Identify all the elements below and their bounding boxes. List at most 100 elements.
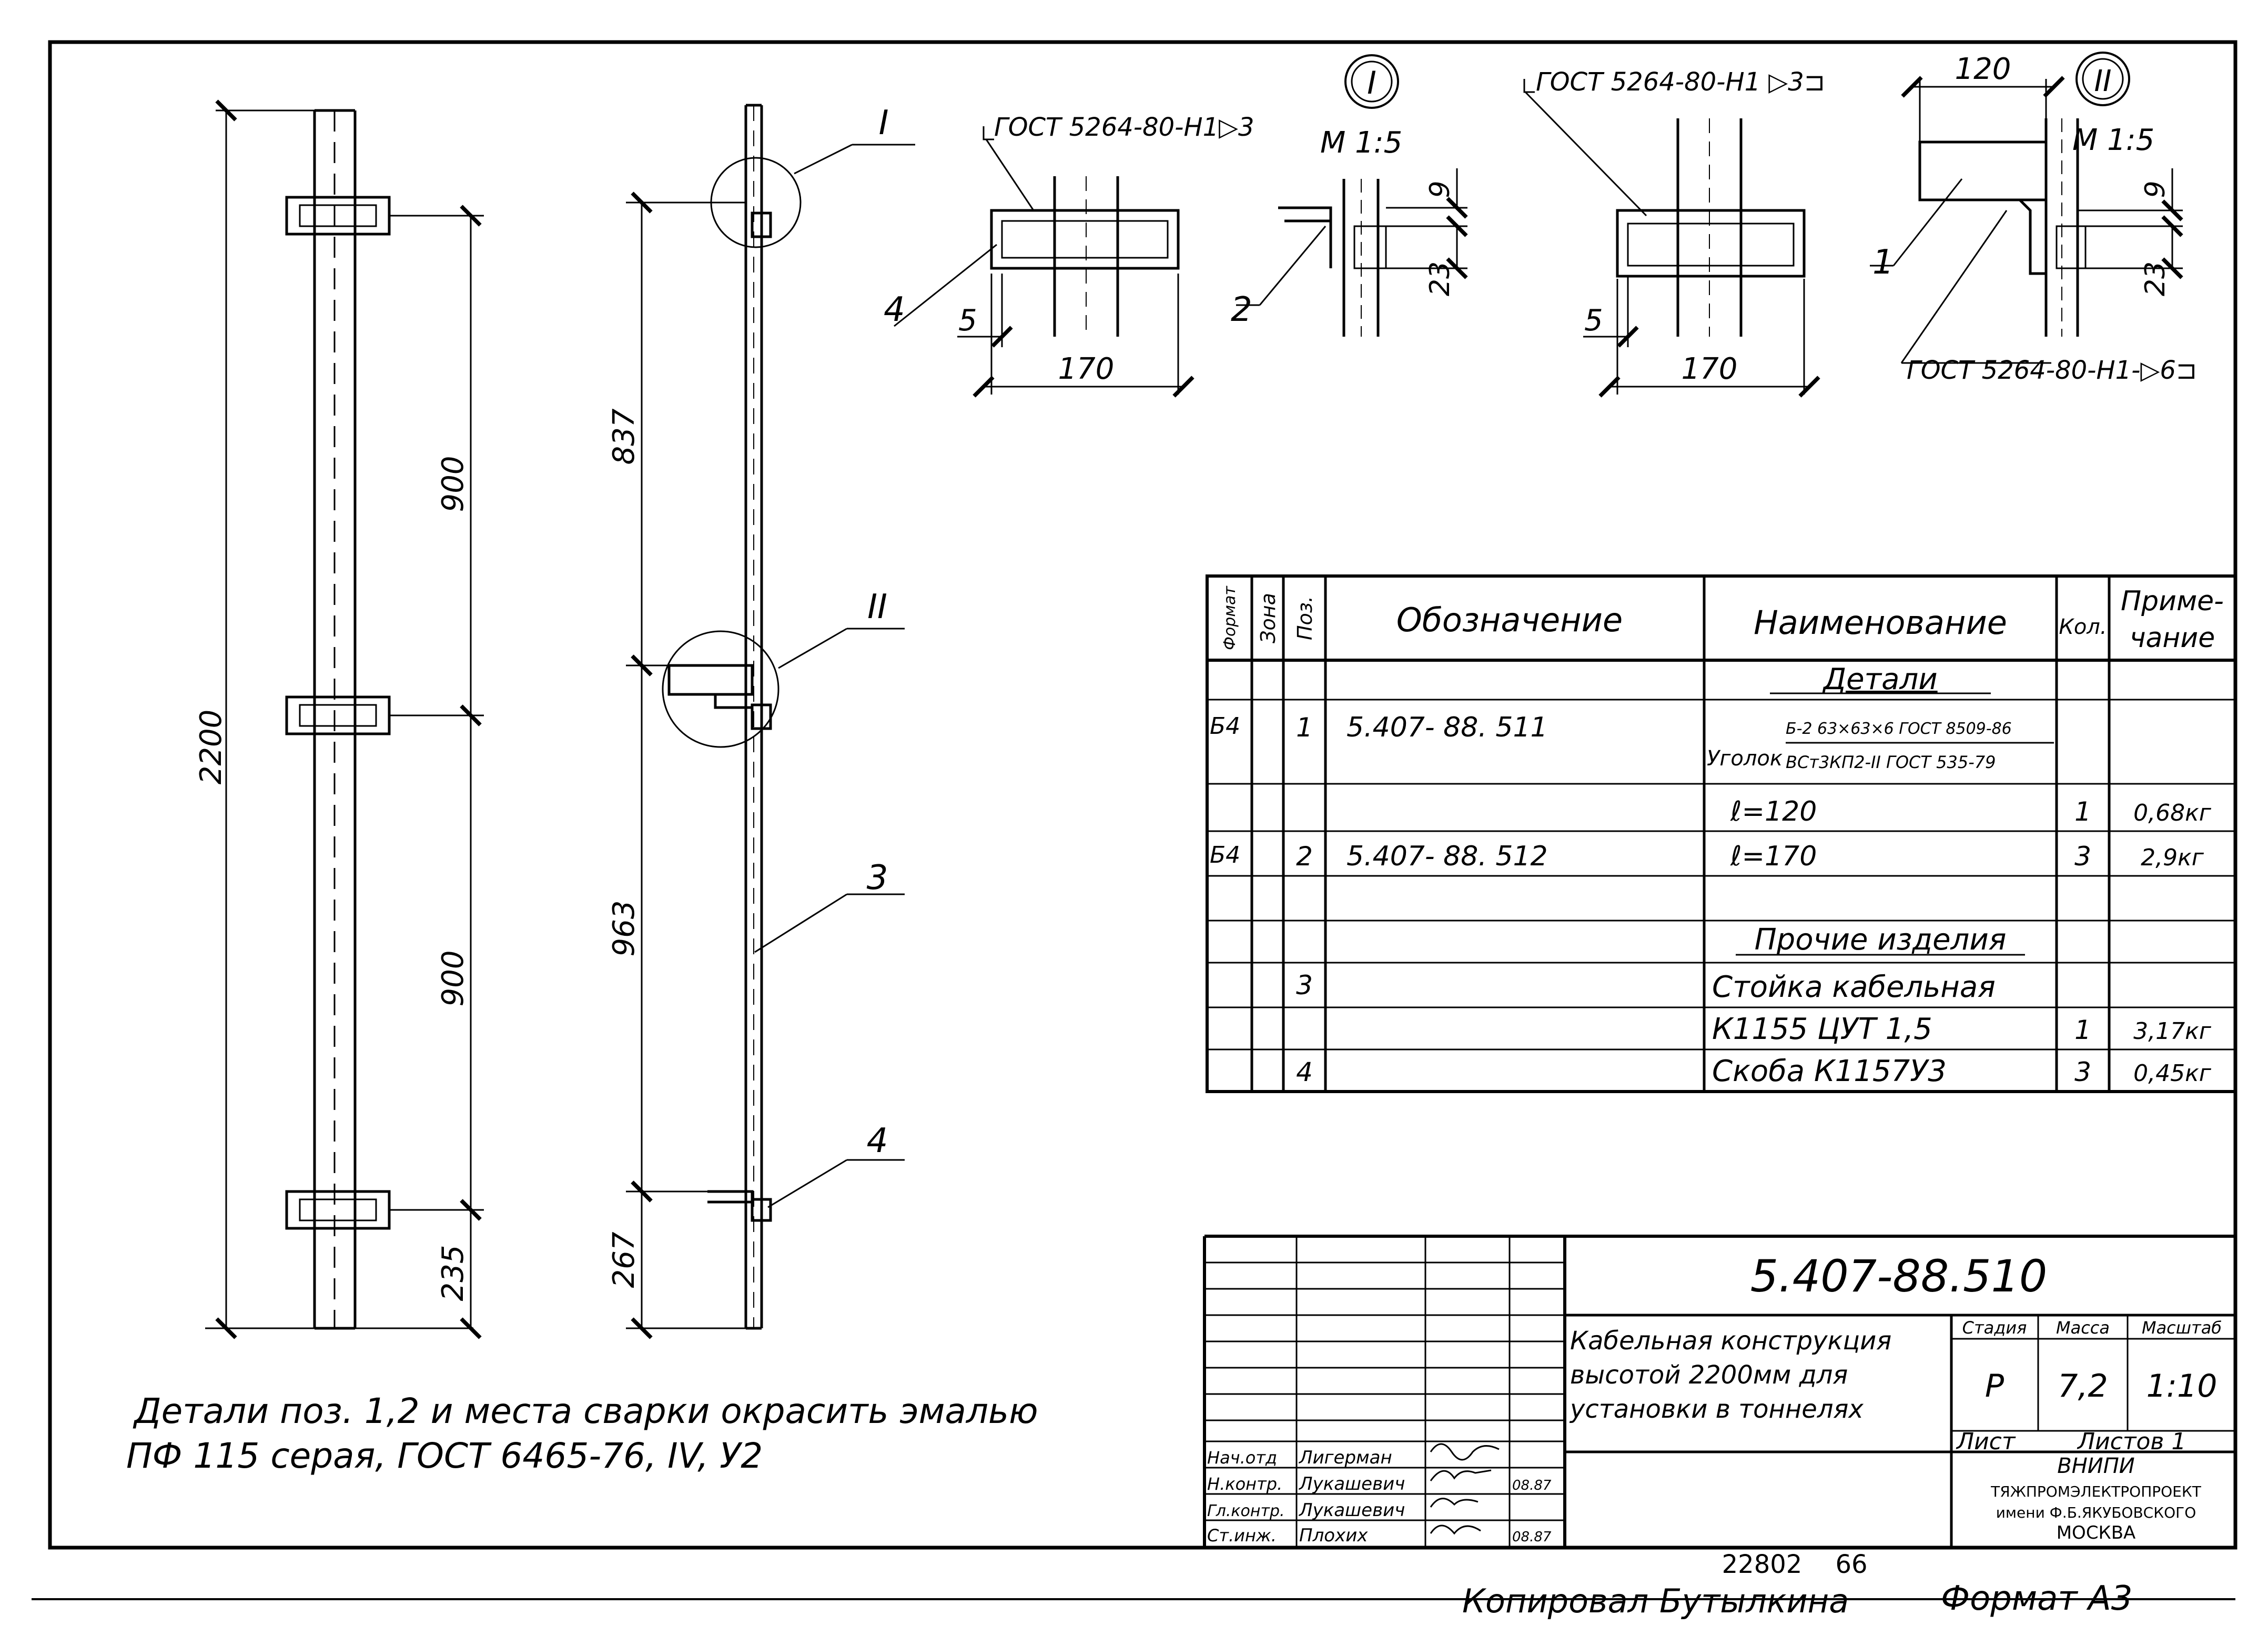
detail-II-weld-note-top: ГОСТ 5264-80-Н1 ▷3⊐ [1536, 67, 1825, 97]
detail-I-weld-note: ГОСТ 5264-80-Н1▷3 [994, 113, 1254, 142]
copier-name: Бутылкина [1659, 1582, 1849, 1620]
row1-name-prefix: Уголок [1707, 746, 1783, 771]
detail-II-section [1918, 118, 2087, 337]
detail-I-dim-23: 23 [1424, 261, 1456, 296]
callout-II-label: II [867, 588, 887, 627]
row3-name-1: Стойка кабельная [1712, 970, 1996, 1004]
row1-format: Б4 [1210, 713, 1240, 740]
callout-circle-II [662, 630, 779, 748]
sign-date-4: 08.87 [1512, 1529, 1552, 1545]
org-line-1: ВНИПИ [2057, 1454, 2134, 1478]
detail-II-scale: М 1:5 [2072, 123, 2154, 157]
sign-name-1: Лигерман [1298, 1447, 1392, 1468]
detail-II-offset: 5 [1584, 304, 1603, 338]
row4-note: 0,45кг [2133, 1060, 2212, 1087]
detail-II-plan [1616, 118, 1806, 337]
row4-pos: 4 [1296, 1057, 1313, 1087]
angle-piece [667, 664, 754, 696]
row3-pos: 3 [1296, 970, 1313, 1001]
sheet-label: Лист [1956, 1428, 2016, 1455]
detail-II-width: 170 [1682, 352, 1738, 386]
detail-I-annot [894, 126, 1194, 398]
side-view-dimensions [205, 99, 484, 1339]
detail-I-width: 170 [1058, 352, 1115, 386]
stage-value: Р [1985, 1368, 2004, 1405]
row2-note: 2,9кг [2141, 844, 2204, 871]
sign-name-3: Лукашевич [1298, 1500, 1405, 1521]
detail-II-title: II [2094, 64, 2111, 98]
detail-I-pos4: 4 [884, 290, 905, 329]
front-view [662, 104, 802, 1330]
org-line-2: ТЯЖПРОМЭЛЕКТРОПРОЕКТ [1990, 1483, 2202, 1500]
detail-II-dim-9: 9 [2140, 180, 2171, 198]
detail-I-offset: 5 [958, 304, 977, 338]
detail-II-section-dims [1870, 76, 2183, 364]
title-line-3: установки в тоннелях [1569, 1395, 1864, 1424]
spec-table-grid [1206, 574, 2237, 1093]
dim-267: 267 [607, 1231, 641, 1288]
callout-I-label: I [879, 104, 889, 143]
col-note-2: чание [2130, 622, 2215, 654]
detail-I-title: I [1367, 65, 1376, 102]
row1-designation: 5.407- 88. 511 [1346, 712, 1548, 743]
detail-II-dim-23: 23 [2140, 261, 2171, 296]
sign-role-3: Гл.контр. [1207, 1502, 1285, 1520]
detail-II-weld-note-bottom: ГОСТ 5264-80-Н1-▷6⊐ [1907, 356, 2197, 385]
sign-name-2: Лукашевич [1298, 1473, 1405, 1494]
note-line-2: ПФ 115 серая, ГОСТ 6465-76, IV, У2 [126, 1436, 763, 1476]
detail-I-plan [990, 176, 1180, 337]
stage-label: Стадия [1962, 1318, 2027, 1338]
bracket-bottom [285, 1190, 391, 1230]
row1b-name: ℓ=120 [1730, 796, 1817, 827]
dim-overall: 2200 [194, 710, 228, 785]
col-name: Наименование [1754, 603, 2007, 642]
note-line-1: Детали поз. 1,2 и места сварки окрасить … [133, 1391, 1038, 1431]
sheet-frame [32, 40, 2237, 1600]
org-line-3: имени Ф.Б.ЯКУБОВСКОГО [1996, 1504, 2196, 1521]
detail-II-length: 120 [1955, 52, 2011, 86]
detail-I-section [1278, 179, 1387, 337]
row1-pos: 1 [1296, 712, 1313, 743]
title-block-grid [1203, 1235, 2235, 1548]
col-format: Формат [1221, 585, 1239, 650]
col-note-1: Приме- [2121, 585, 2224, 617]
row2-format: Б4 [1210, 842, 1240, 869]
bracket-middle [285, 695, 391, 735]
format-label: Формат А3 [1941, 1579, 2133, 1618]
front-view-dimensions [626, 191, 746, 1339]
document-code: 5.407-88.510 [1750, 1250, 2048, 1302]
archive-number: 22802 [1722, 1550, 1803, 1579]
dim-837: 837 [607, 408, 641, 464]
row2-qty: 3 [2074, 841, 2091, 872]
row1b-qty: 1 [2074, 796, 2091, 827]
dim-963: 963 [607, 901, 641, 957]
sheets-label: Листов 1 [2077, 1428, 2186, 1455]
detail-II-pos1: 1 [1872, 243, 1894, 282]
detail-I-scale: М 1:5 [1320, 126, 1402, 160]
detail-I-circle [1344, 54, 1399, 109]
row4-qty: 3 [2074, 1057, 2091, 1087]
detail-I-pos2: 2 [1231, 290, 1252, 329]
title-line-1: Кабельная конструкция [1570, 1326, 1891, 1356]
row1-name-bottom: ВСт3КП2-II ГОСТ 535-79 [1786, 752, 1996, 772]
side-view [285, 109, 391, 1330]
signature-marks [1430, 1443, 1500, 1535]
col-designation: Обозначение [1396, 601, 1623, 639]
row1b-note: 0,68кг [2133, 800, 2212, 826]
bracket-top [285, 196, 391, 236]
detail-I-section-dims [1236, 168, 1468, 306]
pos4-label: 4 [867, 1122, 888, 1160]
sign-name-4: Плохих [1299, 1525, 1368, 1546]
page-number: 66 [1835, 1550, 1867, 1579]
scale-label: Масштаб [2142, 1318, 2222, 1338]
title-line-2: высотой 2200мм для [1570, 1360, 1848, 1390]
org-line-4: МОСКВА [2057, 1522, 2136, 1543]
row4-name: Скоба К1157У3 [1712, 1054, 1947, 1088]
title-block: 5.407-88.510 Кабельная конструкция высот… [1207, 1250, 2222, 1546]
dim-spacing-top: 900 [436, 456, 470, 512]
section-other: Прочие изделия [1755, 923, 2007, 957]
row3-note: 3,17кг [2133, 1018, 2212, 1045]
spec-table-body: Детали Б4 1 5.407- 88. 511 Уголок Б-2 63… [1210, 662, 2212, 1088]
dim-spacing-bottom: 900 [436, 951, 470, 1007]
